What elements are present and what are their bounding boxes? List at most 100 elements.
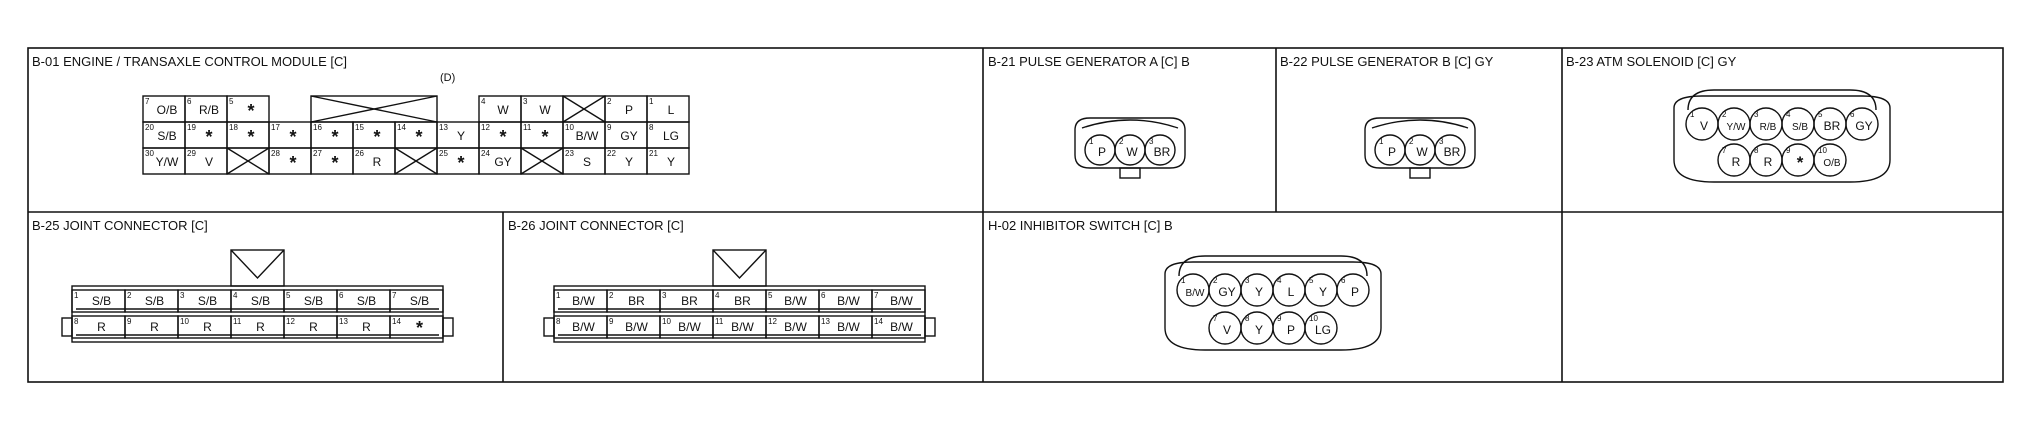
b23-pin-7: 7R (1717, 143, 1751, 177)
pin-wire-color: B/W (837, 294, 860, 308)
pin-wire-color: GY (1218, 285, 1235, 299)
connector-key (712, 249, 767, 287)
h02-pin-5: 5Y (1304, 273, 1338, 307)
pin-wire-color: S/B (251, 294, 270, 308)
b01-pin-22: 22Y (604, 147, 648, 175)
pin-wire-color: * (247, 127, 254, 147)
pin-number: 8 (74, 317, 79, 326)
pin-wire-color: R (150, 320, 159, 334)
pin-wire-color: GY (494, 155, 511, 169)
pin-wire-color: * (289, 127, 296, 147)
pin-wire-color: * (541, 127, 548, 147)
pin-wire-color: * (416, 318, 423, 338)
b23-pin-8: 8R (1749, 143, 1783, 177)
pin-circle (1813, 143, 1847, 177)
b01-title: B-01 ENGINE / TRANSAXLE CONTROL MODULE [… (32, 54, 347, 69)
pin-number: 14 (397, 123, 406, 132)
b26-pin-7: 7 B/W (871, 289, 926, 313)
pin-number: 26 (355, 149, 364, 158)
pin-number: 14 (392, 317, 401, 326)
pin-number: 10 (1818, 146, 1827, 155)
b01-pin-9: 9GY (604, 121, 648, 149)
b01-pin-16: 16 * (310, 121, 354, 149)
pin-number: 16 (313, 123, 322, 132)
pin-number: 7 (1213, 314, 1218, 323)
h02-pin-3: 3Y (1240, 273, 1274, 307)
b01-pin-1: 1L (646, 95, 690, 123)
b01-blank-lower (394, 147, 438, 175)
pin-wire-color: W (1126, 145, 1138, 159)
pin-wire-color: S (583, 155, 591, 169)
pin-wire-color: B/W (890, 294, 913, 308)
pin-wire-color: B/W (625, 320, 648, 334)
pin-wire-color: S/B (145, 294, 164, 308)
pin-wire-color: W (497, 103, 509, 117)
connector-housing (1164, 261, 1382, 351)
pin-wire-color: P (1098, 145, 1106, 159)
panel-grid (27, 47, 2004, 383)
pin-wire-color: B/W (572, 320, 595, 334)
pin-number: 7 (874, 291, 879, 300)
pin-number: 1 (1089, 137, 1094, 146)
b26-title: B-26 JOINT CONNECTOR [C] (508, 218, 684, 233)
pin-wire-color: Y/W (156, 155, 179, 169)
pin-number: 7 (392, 291, 397, 300)
pin-number: 29 (187, 149, 196, 158)
b25-title: B-25 JOINT CONNECTOR [C] (32, 218, 208, 233)
pin-number: 3 (1149, 137, 1154, 146)
pin-wire-color: S/B (357, 294, 376, 308)
pin-number: 10 (180, 317, 189, 326)
b01-connector: 7O/B6R/B5*4W3W2P1L20S/B19*18*17*16*15*14… (142, 95, 690, 175)
b22-pin-2: 2W (1404, 134, 1436, 166)
b01-blank-top (310, 95, 438, 123)
pin-cell (389, 315, 444, 339)
pin-number: 23 (565, 149, 574, 158)
b01-pin-13: 13Y (436, 121, 480, 149)
pin-wire-color: BR (1444, 145, 1461, 159)
b26-pin-9: 9 B/W (606, 315, 661, 339)
pin-wire-color: * (1797, 153, 1804, 172)
pin-number: 10 (1309, 314, 1318, 323)
pin-wire-color: * (457, 153, 464, 173)
pin-wire-color: B/W (572, 294, 595, 308)
pin-wire-color: R (373, 155, 382, 169)
b01-note: (D) (440, 72, 455, 84)
pin-wire-color: Y (667, 155, 675, 169)
pin-wire-color: Y (1255, 323, 1263, 337)
b22-pin-3: 3BR (1434, 134, 1466, 166)
pin-number: 14 (874, 317, 883, 326)
pin-wire-color: S/B (157, 129, 176, 143)
pin-number: 1 (1379, 137, 1384, 146)
pin-number: 9 (609, 317, 614, 326)
pin-number: 27 (313, 149, 322, 158)
pin-wire-color: Y/W (1727, 122, 1746, 133)
pin-wire-color: BR (628, 294, 645, 308)
pin-number: 7 (145, 97, 150, 106)
pin-wire-color: B/W (837, 320, 860, 334)
pin-wire-color: P (625, 103, 633, 117)
connector-key-mark (230, 249, 285, 280)
pin-number: 17 (271, 123, 280, 132)
pin-circle (1434, 134, 1466, 166)
pin-wire-color: R (362, 320, 371, 334)
pin-wire-color: BR (734, 294, 751, 308)
pin-number: 2 (1119, 137, 1124, 146)
pin-circle (1845, 107, 1879, 141)
pin-number: 6 (1850, 110, 1855, 119)
b01-pin-7: 7O/B (142, 95, 186, 123)
pin-number: 13 (821, 317, 830, 326)
b22-title: B-22 PULSE GENERATOR B [C] GY (1280, 54, 1494, 69)
pin-cell (871, 315, 926, 339)
pin-number: 13 (339, 317, 348, 326)
pin-wire-color: * (331, 127, 338, 147)
connector-key (230, 249, 285, 287)
b21-pin-2: 2W (1114, 134, 1146, 166)
b01-pin-21: 21Y (646, 147, 690, 175)
pin-wire-color: Y (625, 155, 633, 169)
h02-pin-7: 7V (1208, 311, 1242, 345)
pin-number: 5 (1309, 276, 1314, 285)
pin-number: 5 (1818, 110, 1823, 119)
pin-number: 10 (565, 123, 574, 132)
